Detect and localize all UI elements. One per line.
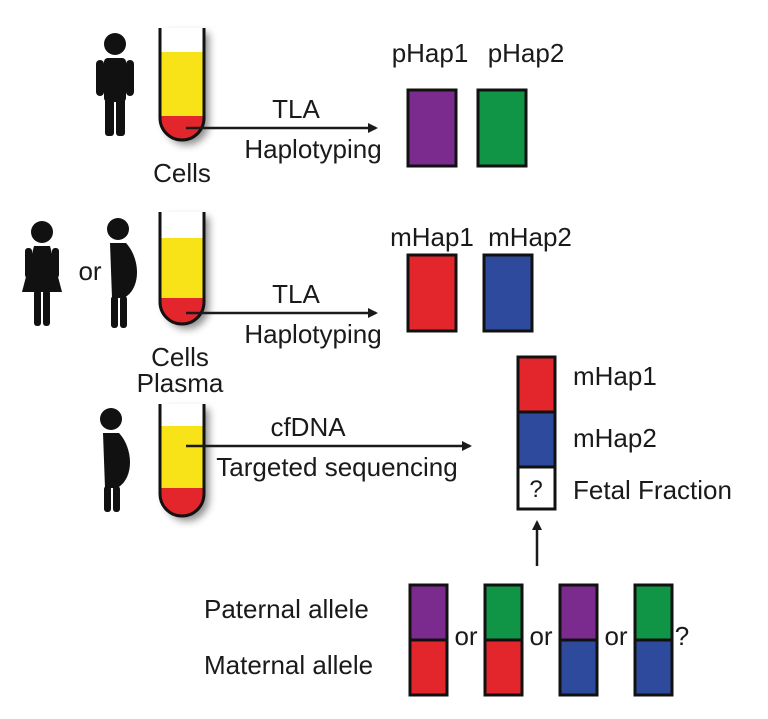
label-phap2: pHap2: [488, 38, 565, 68]
combo1-paternal: [408, 583, 449, 642]
female-figure-icon: [22, 221, 62, 326]
male-figure-icon: [96, 33, 134, 136]
blood-tube-2: [158, 212, 206, 326]
stack-fetal: [516, 465, 557, 511]
plasma-composition-stack: ?: [516, 355, 557, 511]
blood-tube-3: [158, 404, 206, 518]
blood-tube-1: [158, 28, 206, 142]
combo2-maternal: [483, 638, 524, 697]
or-connector-3: or: [604, 621, 627, 651]
stack-mhap2: [516, 410, 557, 469]
paternal-allele-label: Paternal allele: [204, 594, 369, 624]
allele-combo-3: [558, 583, 599, 697]
plasma-layer: [160, 238, 204, 300]
arrow-label-cfdna: cfDNA: [270, 412, 346, 442]
mhap1-block: [406, 253, 458, 333]
label-phap1: pHap1: [392, 38, 469, 68]
maternal-allele-label: Maternal allele: [204, 650, 373, 680]
or-connector-1: or: [454, 621, 477, 651]
allele-combo-4: [633, 583, 674, 697]
allele-combo-1: [408, 583, 449, 697]
combo4-maternal: [633, 638, 674, 697]
arrow-label-tla: TLA: [272, 94, 320, 124]
phap2-block: [476, 88, 528, 168]
pregnant-figure-icon: [100, 408, 130, 512]
combo3-maternal: [558, 638, 599, 697]
stack-label-mhap2: mHap2: [573, 423, 657, 453]
tube-label-cells: Cells: [153, 158, 211, 188]
combo1-maternal: [408, 638, 449, 697]
allele-combo-2: [483, 583, 524, 697]
plasma-layer: [160, 52, 204, 118]
arrow-label-haplotyping-2: Haplotyping: [244, 319, 381, 349]
plasma-layer: [160, 426, 204, 490]
label-mhap2: mHap2: [488, 222, 572, 252]
phap1-block: [406, 88, 458, 168]
stack-label-fetal-fraction: Fetal Fraction: [573, 475, 732, 505]
or-label: or: [78, 256, 101, 286]
combo4-paternal: [633, 583, 674, 642]
pregnant-figure-icon: [107, 218, 137, 328]
tube-label-plasma: Plasma: [137, 368, 224, 398]
arrow-label-haplotyping: Haplotyping: [244, 134, 381, 164]
combo3-paternal: [558, 583, 599, 642]
question-mark: ?: [675, 621, 689, 651]
fetal-unknown-mark: ?: [529, 476, 542, 503]
stack-mhap1: [516, 355, 557, 414]
or-connector-2: or: [529, 621, 552, 651]
arrow-label-targeted-sequencing: Targeted sequencing: [216, 452, 457, 482]
mhap2-block: [482, 253, 534, 333]
arrow-label-tla-2: TLA: [272, 279, 320, 309]
stack-label-mhap1: mHap1: [573, 361, 657, 391]
combo2-paternal: [483, 583, 524, 642]
label-mhap1: mHap1: [390, 222, 474, 252]
tube-label-cells-2: Cells: [151, 342, 209, 372]
